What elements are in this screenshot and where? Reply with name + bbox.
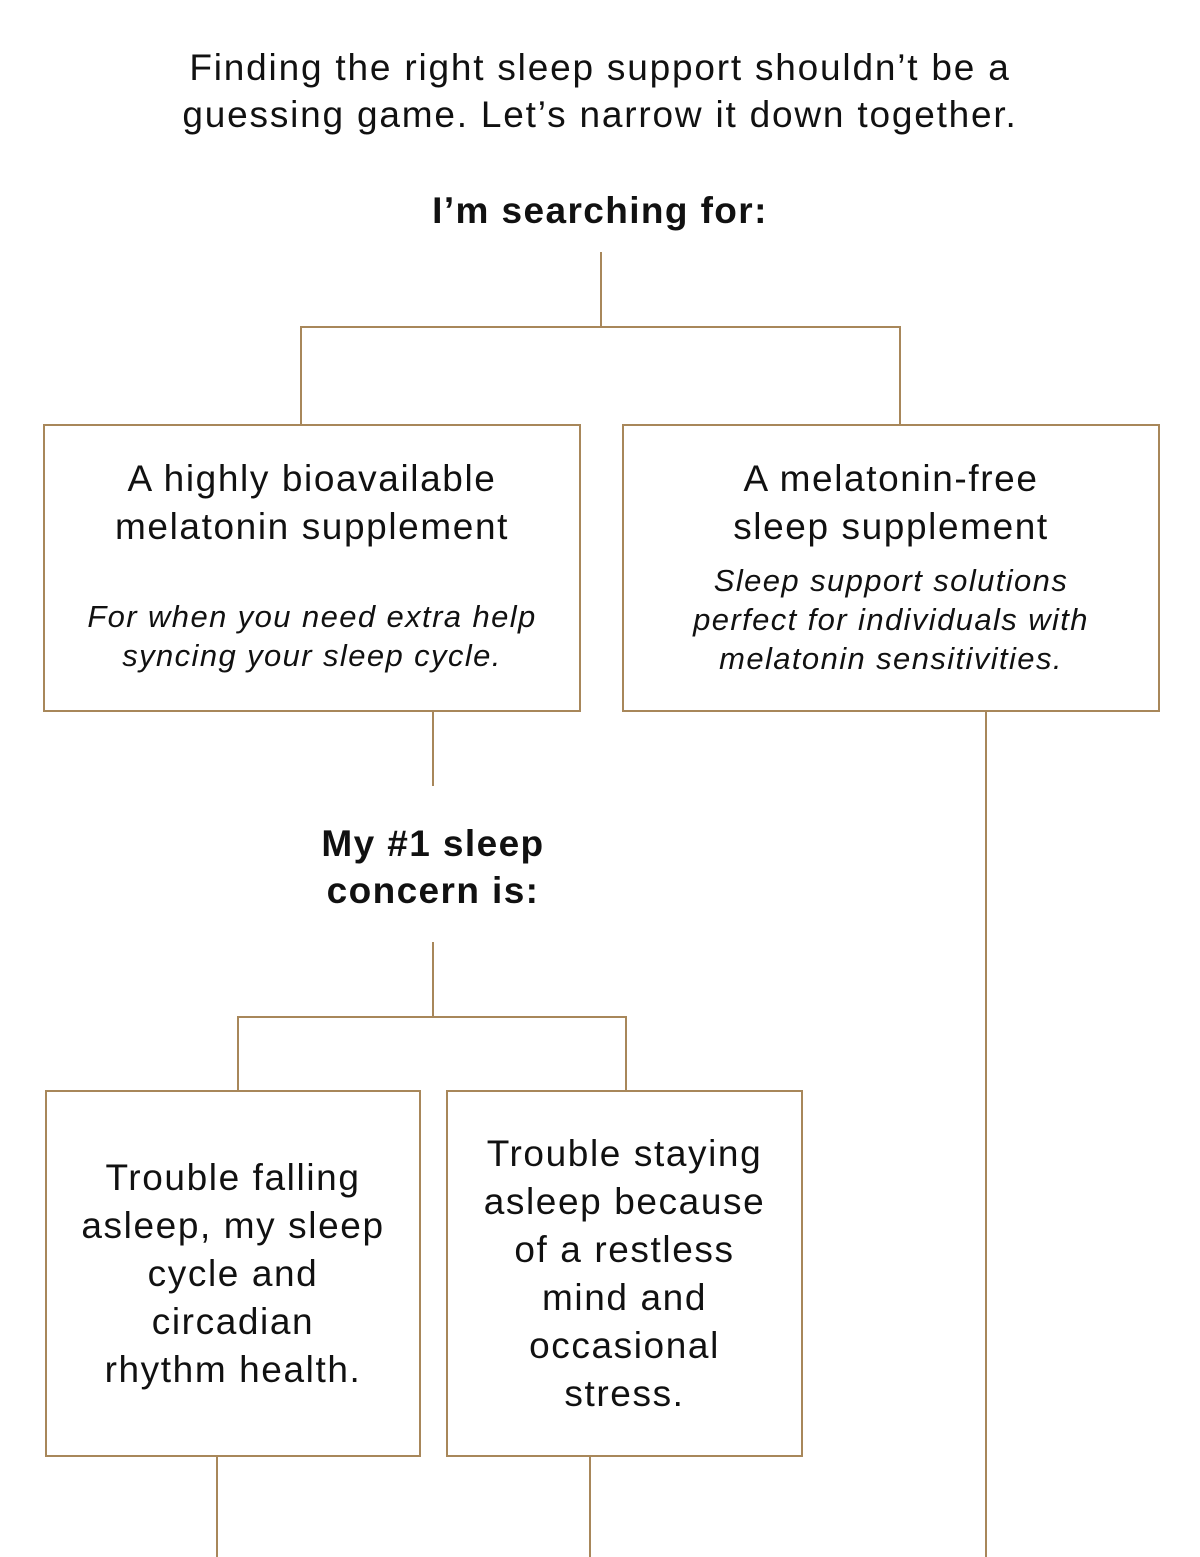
connector-option-a-down [432, 712, 434, 786]
connector-option-b-down [985, 712, 987, 1557]
option-trouble-staying-asleep-text: Trouble staying asleep because of a rest… [483, 1132, 766, 1414]
option-melatonin-supplement-title: A highly bioavailable melatonin suppleme… [115, 458, 509, 547]
option-melatonin-free-title: A melatonin-free sleep supplement [733, 458, 1049, 547]
intro-text: Finding the right sleep support shouldn’… [100, 44, 1100, 138]
option-melatonin-supplement[interactable]: A highly bioavailable melatonin suppleme… [43, 424, 581, 712]
connector-q2-right-drop [625, 1016, 627, 1091]
option-trouble-falling-asleep[interactable]: Trouble falling asleep, my sleep cycle a… [45, 1090, 421, 1457]
question-searching-for: I’m searching for: [432, 190, 768, 231]
intro-line-2: guessing game. Let’s narrow it down toge… [182, 94, 1018, 135]
connector-q2-left-drop [237, 1016, 239, 1091]
connector-q2-stem [432, 942, 434, 1018]
connector-option-d-down [589, 1457, 591, 1557]
intro-line-1: Finding the right sleep support shouldn’… [189, 47, 1011, 88]
option-trouble-falling-asleep-text: Trouble falling asleep, my sleep cycle a… [81, 1156, 385, 1390]
option-melatonin-free-description: Sleep support solutions perfect for indi… [693, 563, 1089, 676]
question-sleep-concern: My #1 sleep concern is: [321, 823, 545, 911]
connector-q1-stem [600, 252, 602, 328]
connector-q1-left-drop [300, 326, 302, 425]
connector-q1-right-drop [899, 326, 901, 425]
option-melatonin-supplement-description: For when you need extra help syncing you… [87, 599, 537, 673]
option-melatonin-free-supplement[interactable]: A melatonin-free sleep supplement Sleep … [622, 424, 1160, 712]
connector-q1-crossbar [300, 326, 901, 328]
connector-option-c-down [216, 1457, 218, 1557]
connector-q2-crossbar [237, 1016, 627, 1018]
option-trouble-staying-asleep[interactable]: Trouble staying asleep because of a rest… [446, 1090, 803, 1457]
